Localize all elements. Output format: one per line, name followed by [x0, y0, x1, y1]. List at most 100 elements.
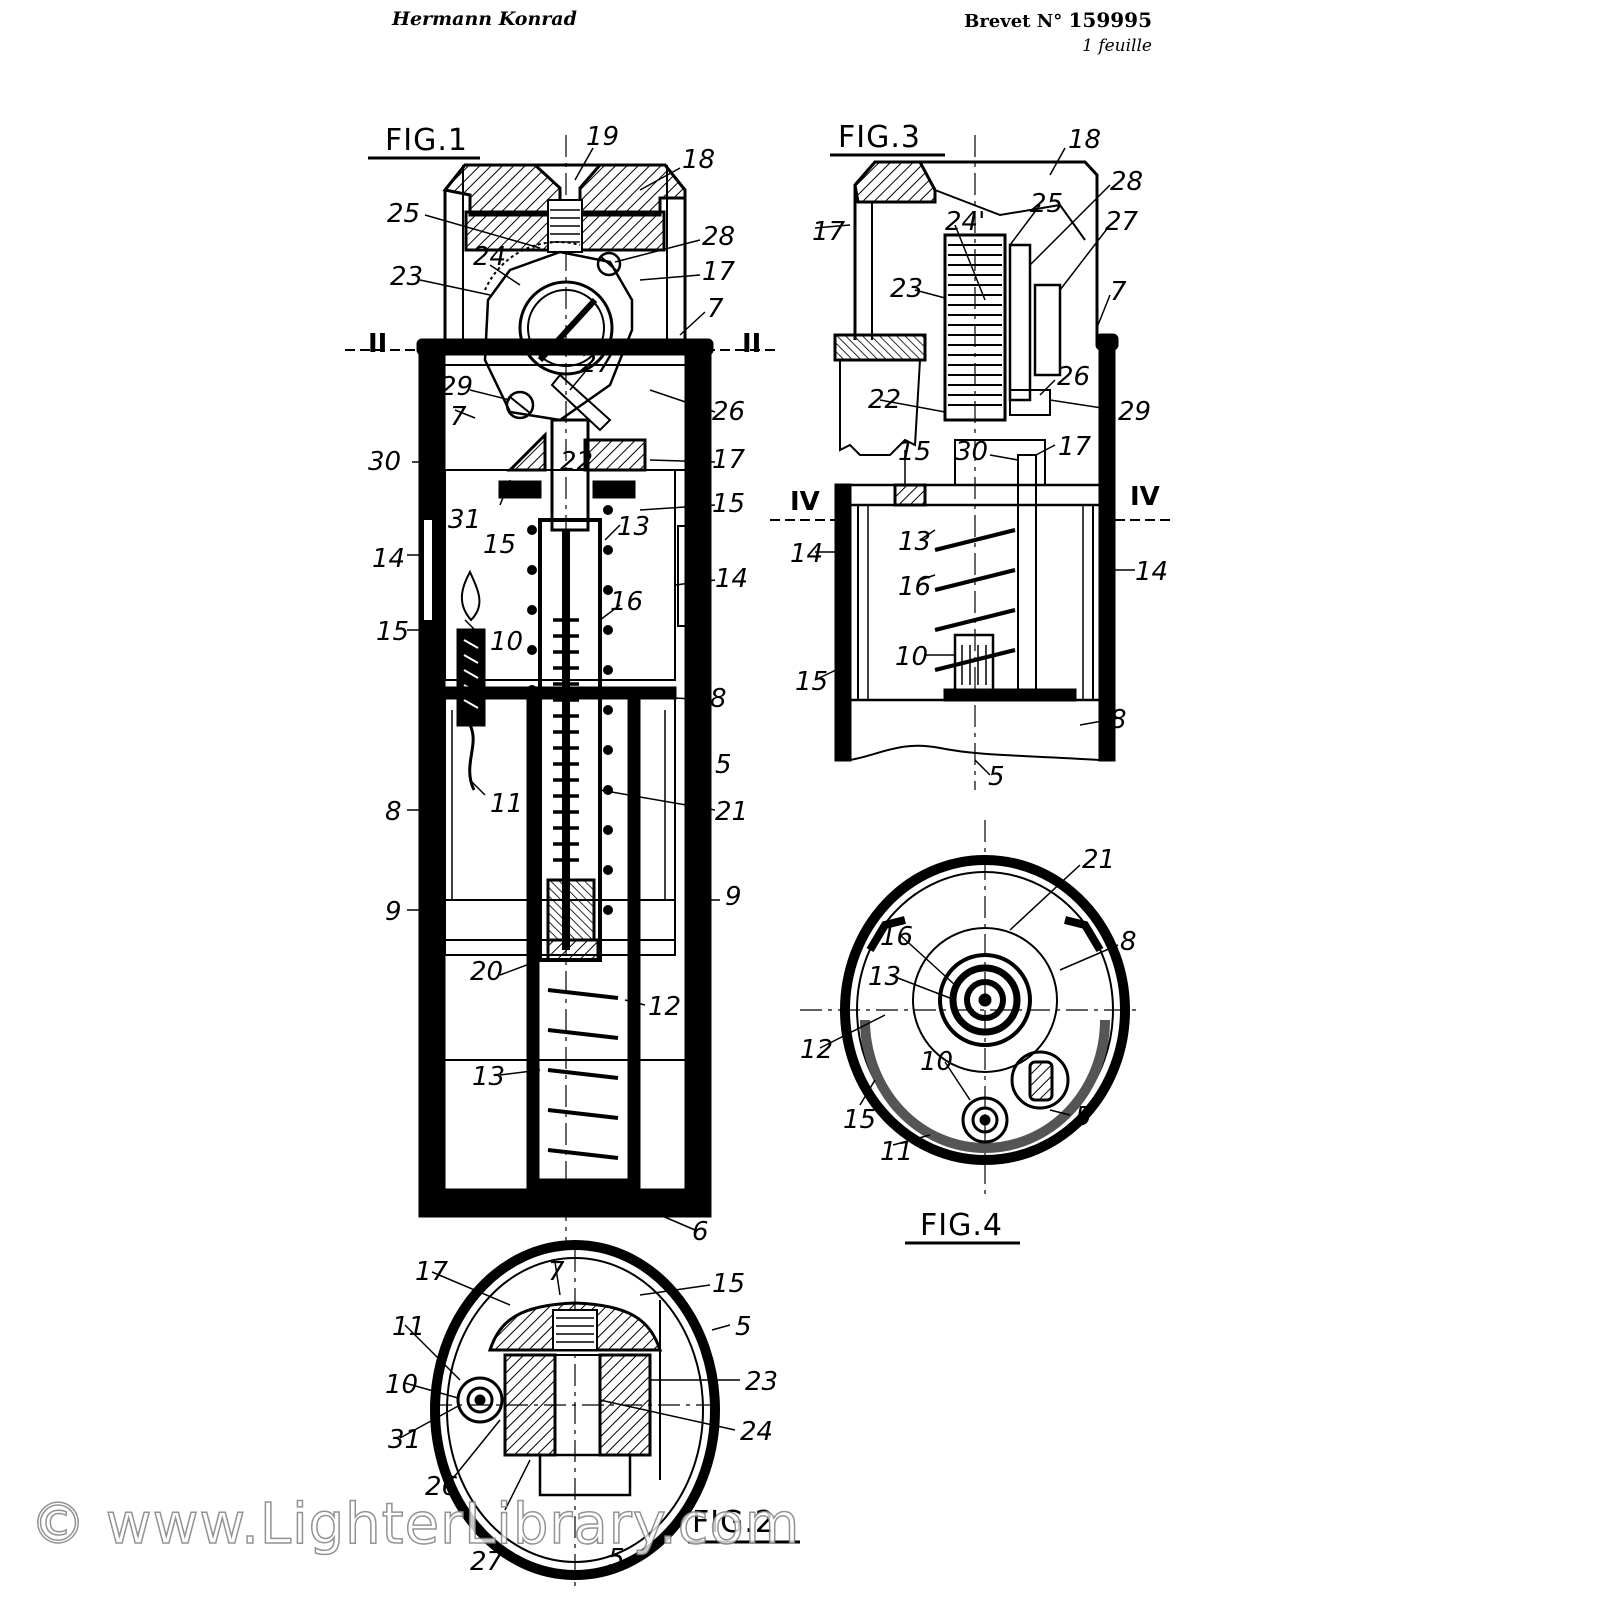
figure-4 [800, 820, 1140, 1200]
reference-numerals: 19 18 25 24 23 28 17 7 29 7 27 26 30 22 … [368, 122, 1168, 1577]
ref-16: 16 [898, 572, 931, 602]
ref-16: 16 [880, 922, 913, 952]
ref-23: 23 [745, 1367, 778, 1397]
ref-29: 29 [440, 372, 473, 402]
fig1-title: FIG.1 [385, 123, 468, 158]
figure-1 [345, 135, 780, 1245]
ref-22: 22 [868, 385, 901, 415]
ref-9: 9 [385, 897, 402, 927]
watermark: © www.LighterLibrary.com [29, 1491, 801, 1558]
section-mark: IV [1130, 482, 1160, 512]
ref-15: 15 [376, 617, 409, 647]
ref-24: 24 [473, 242, 506, 272]
ref-31: 31 [448, 505, 481, 535]
ref-20: 20 [470, 957, 503, 987]
ref-14: 14 [1135, 557, 1168, 587]
brevet-label: Brevet [964, 11, 1031, 32]
ref-5: 5 [715, 750, 732, 780]
ref-23: 23 [390, 262, 423, 292]
fig3-title: FIG.3 [838, 120, 921, 155]
ref-10: 10 [895, 642, 928, 672]
ref-15: 15 [483, 530, 516, 560]
ref-28: 28 [1110, 167, 1143, 197]
ref-25: 25 [387, 199, 420, 229]
section-mark: II [742, 329, 761, 359]
ref-13: 13 [868, 962, 901, 992]
ref-14: 14 [715, 564, 748, 594]
ref-11: 11 [392, 1312, 425, 1342]
ref-21: 21 [1082, 845, 1115, 875]
ref-15: 15 [795, 667, 828, 697]
ref-19: 19 [586, 122, 619, 152]
patent-number-line: Brevet N° 159995 [964, 8, 1152, 32]
ref-7: 7 [1110, 277, 1127, 307]
ref-31: 31 [388, 1425, 421, 1455]
ref-27: 27 [470, 1547, 504, 1577]
ref-15: 15 [843, 1105, 876, 1135]
ref-10: 10 [920, 1047, 953, 1077]
ref-17: 17 [812, 217, 846, 247]
ref-5: 5 [608, 1544, 625, 1574]
ref-13: 13 [617, 512, 650, 542]
ref-17: 17 [415, 1257, 449, 1287]
ref-13: 13 [898, 527, 931, 557]
section-mark: IV [790, 487, 820, 517]
ref-15: 15 [898, 437, 931, 467]
ref-26: 26 [1057, 362, 1090, 392]
ref-23: 23 [890, 274, 923, 304]
ref-7: 7 [450, 402, 467, 432]
ref-25: 25 [1030, 189, 1063, 219]
ref-11: 11 [880, 1137, 913, 1167]
ref-12: 12 [800, 1035, 833, 1065]
ref-12: 12 [648, 992, 681, 1022]
ref-24prime: 24' [945, 207, 985, 237]
figure-2 [430, 1240, 720, 1590]
ref-26: 26 [425, 1472, 458, 1502]
ref-10: 10 [490, 627, 523, 657]
section-mark: II [368, 329, 387, 359]
ref-30: 30 [368, 447, 401, 477]
ref-8: 8 [385, 797, 402, 827]
patent-number: 159995 [1068, 8, 1153, 32]
ref-28: 28 [702, 222, 735, 252]
ref-17: 17 [702, 257, 736, 287]
fig4-title: FIG.4 [920, 1208, 1003, 1243]
ref-17: 17 [712, 445, 746, 475]
ref-27: 27 [580, 349, 614, 379]
ref-8: 8 [710, 684, 727, 714]
ref-7: 7 [548, 1257, 565, 1287]
ref-10: 10 [385, 1370, 418, 1400]
ref-17: 17 [1058, 432, 1092, 462]
ref-26: 26 [712, 397, 745, 427]
ref-5: 5 [1075, 1102, 1092, 1132]
ref-15: 15 [712, 1269, 745, 1299]
ref-5: 5 [988, 762, 1005, 792]
ref-9: 9 [725, 882, 742, 912]
ref-6: 6 [692, 1217, 709, 1247]
ref-18: 18 [1068, 125, 1101, 155]
ref-27: 27 [1105, 207, 1139, 237]
number-symbol: N° [1036, 11, 1063, 32]
ref-15: 15 [712, 489, 745, 519]
ref-18: 18 [682, 145, 715, 175]
fig2-title: FIG.2 [692, 1505, 775, 1540]
leader-lines [399, 147, 1135, 1511]
ref-13: 13 [472, 1062, 505, 1092]
ref-16: 16 [610, 587, 643, 617]
ref-11: 11 [490, 789, 523, 819]
ref-8: 8 [1110, 705, 1127, 735]
ref-30: 30 [955, 437, 988, 467]
ref-7: 7 [707, 294, 724, 324]
ref-24: 24 [740, 1417, 773, 1447]
figure-3 [770, 135, 1170, 790]
ref-14: 14 [790, 539, 823, 569]
ref-21: 21 [715, 797, 748, 827]
ref-22: 22 [560, 447, 593, 477]
ref-29: 29 [1118, 397, 1151, 427]
ref-8: 8 [1120, 927, 1137, 957]
ref-14: 14 [372, 544, 405, 574]
inventor-name: Hermann Konrad [392, 8, 577, 30]
sheet-count: 1 feuille [1082, 36, 1152, 56]
ref-5: 5 [735, 1312, 752, 1342]
